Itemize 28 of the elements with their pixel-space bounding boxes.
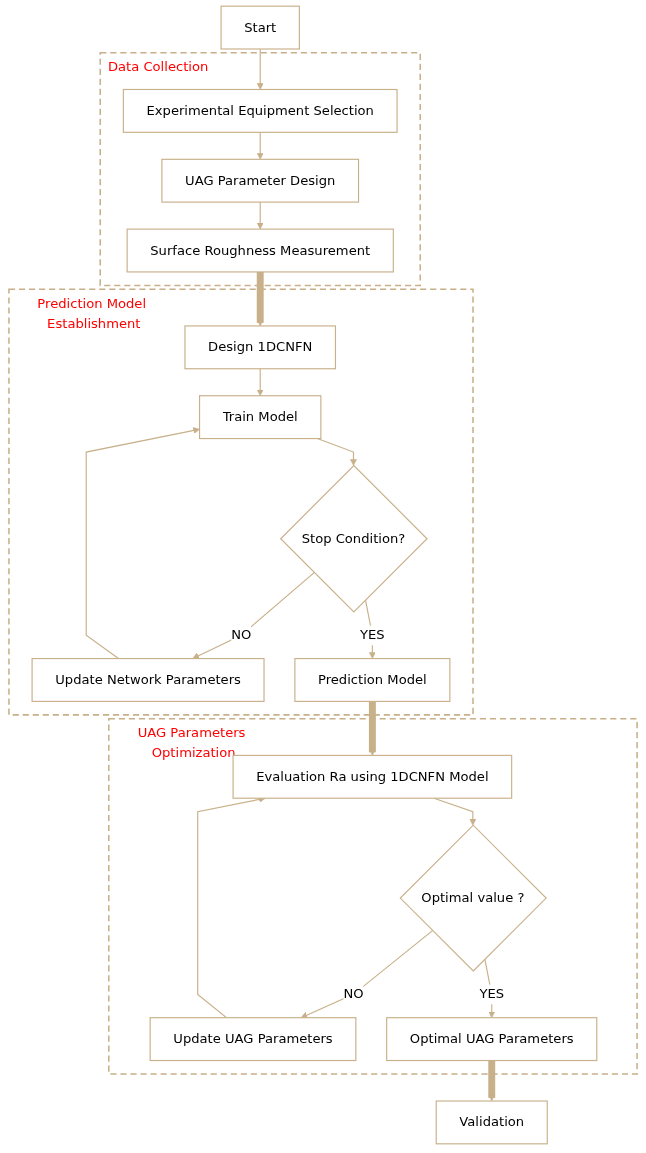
node-box: Update Network Parameters bbox=[31, 658, 265, 702]
arrow bbox=[256, 271, 264, 327]
arrow bbox=[256, 131, 264, 160]
edge-label: NO bbox=[231, 626, 252, 643]
edge-label: YES bbox=[479, 986, 505, 1002]
node-box: Surface Roughness Measurement bbox=[126, 228, 394, 273]
node-box: Validation bbox=[435, 1100, 548, 1145]
node-box: Evaluation Ra using 1DCNFN Model bbox=[232, 754, 513, 799]
node-box: Prediction Model bbox=[294, 658, 451, 702]
edge-label: NO bbox=[343, 986, 364, 1002]
arrow bbox=[256, 48, 264, 90]
arrow bbox=[300, 930, 434, 1019]
arrow bbox=[85, 427, 200, 660]
node-box: Design 1DCNFN bbox=[184, 325, 337, 370]
node-diamond: Stop Condition? bbox=[279, 464, 428, 613]
node-box: Experimental Equipment Selection bbox=[122, 88, 398, 133]
node-box: Train Model bbox=[199, 395, 322, 440]
arrow bbox=[368, 701, 376, 756]
node-box: Update UAG Parameters bbox=[149, 1017, 357, 1062]
arrow bbox=[256, 201, 264, 230]
edge-label: YES bbox=[360, 626, 385, 643]
arrow bbox=[488, 1060, 496, 1102]
arrow bbox=[192, 572, 315, 659]
node-diamond: Optimal value ? bbox=[399, 824, 547, 972]
arrow bbox=[256, 368, 264, 397]
node-box: Optimal UAG Parameters bbox=[386, 1017, 598, 1062]
node-box: UAG Parameter Design bbox=[161, 158, 360, 203]
node-box: Start bbox=[220, 5, 300, 50]
